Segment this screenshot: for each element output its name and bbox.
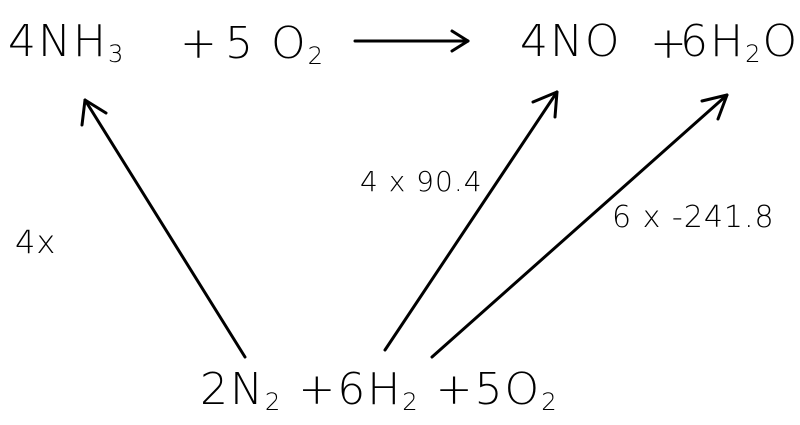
reactant-oxygen: 5 O2	[225, 22, 326, 71]
arrow-to-water	[430, 93, 729, 359]
reactant-ammonia-coef: 4	[8, 16, 38, 67]
plus-sign: +	[180, 18, 219, 69]
reaction-arrow	[353, 29, 470, 53]
plus-sign: +	[435, 364, 475, 415]
arrow-to-nitric-oxide	[383, 90, 559, 352]
product-water-sub: 2	[745, 40, 763, 69]
reactant-ammonia-sub: 3	[108, 40, 126, 69]
element-hydrogen-coef: 6	[337, 364, 368, 415]
arrow-to-ammonia	[80, 98, 247, 359]
product-water-formula: H	[710, 16, 746, 67]
annotation-right-arrow: 6 x -241.8	[612, 200, 775, 235]
product-water-coef: 6	[680, 16, 710, 67]
element-hydrogen-formula: H	[367, 364, 403, 415]
plus-sign: +	[650, 18, 689, 69]
element-nitrogen-formula: N	[230, 364, 265, 415]
annotation-left-arrow: 4x	[15, 223, 57, 261]
element-nitrogen-sub: 2	[264, 388, 283, 417]
element-hydrogen-sub: 2	[402, 388, 420, 417]
reactant-ammonia-formula: NH	[38, 16, 108, 67]
element-oxygen-sub: 2	[541, 388, 559, 417]
product-water-tail: O	[762, 16, 800, 67]
product-no-formula: NO	[550, 16, 622, 67]
reactant-ammonia: 4NH3	[8, 20, 126, 69]
product-no-coef: 4	[520, 16, 550, 67]
reactant-oxygen-sub: 2	[307, 42, 326, 71]
element-oxygen-coef: 5	[474, 364, 505, 415]
element-oxygen-formula: O	[504, 364, 542, 415]
element-nitrogen-coef: 2	[200, 364, 230, 415]
product-nitric-oxide: 4NO	[520, 20, 622, 64]
plus-sign: +	[298, 364, 338, 415]
reactant-oxygen-formula: O	[271, 18, 308, 69]
elements-equation: 2N2 +6H2 +5O2	[200, 368, 559, 417]
reactant-oxygen-coef: 5	[225, 18, 255, 69]
product-water: 6H2O	[680, 20, 799, 69]
annotation-middle-arrow: 4 x 90.4	[360, 165, 483, 198]
